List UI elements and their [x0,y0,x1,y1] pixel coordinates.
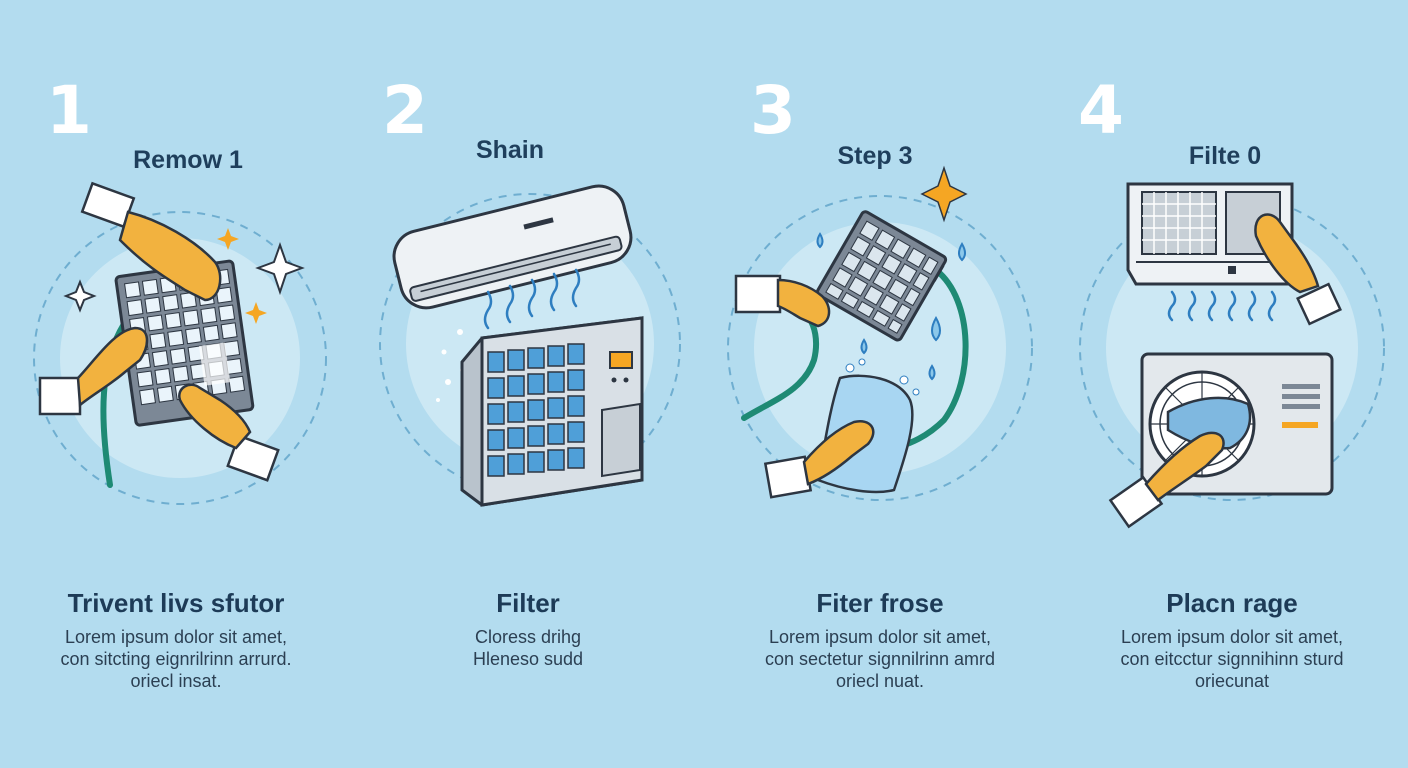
step-3-illustration [727,165,1033,501]
step-description-line: Lorem ipsum dolor sit amet, [768,627,992,647]
hand-icon [1254,213,1342,326]
step-description-line: oriecunat [1194,671,1270,691]
step-description: Lorem ipsum dolor sit amet, con sectetur… [720,626,1040,692]
step-3: 3 Step 3 [704,0,1056,768]
step-description-line: oriecl insat. [130,671,222,691]
hand-icon [1108,431,1225,529]
airflow-icon [1167,290,1277,322]
illustration-ring [33,211,327,505]
hose-icon [893,267,969,451]
sparkle-icon [217,228,239,250]
illustration-ring [379,193,681,495]
step-description-line: oriecl nuat. [835,671,925,691]
step-2: 2 Shain [352,0,704,768]
step-1-illustration [33,181,327,505]
step-description: Cloress drihg Hleneso sudd [368,626,688,670]
step-2-illustration [379,184,681,507]
step-description-line: Lorem ipsum dolor sit amet, [1120,627,1344,647]
sparkle-icon [255,241,305,296]
step-number: 4 [1078,72,1124,149]
step-description-line: Lorem ipsum dolor sit amet, [64,627,288,647]
step-description-line: con eitcctur signnihinn sturd [1120,649,1344,669]
hand-icon [178,383,280,482]
step-description-line: Cloress drihg [474,627,582,647]
step-description-line: con sitcting eignrilrinn arrurd. [60,649,292,669]
illustration-ring [1079,195,1385,501]
step-label: Remow 1 [133,146,243,174]
step-description: Lorem ipsum dolor sit amet, con eitcctur… [1072,626,1392,692]
step-label: Shain [475,136,545,164]
step-1: 1 Remow 1 [0,0,352,768]
indoor-ac-unit-icon [392,184,633,310]
step-title: Filter [496,588,560,618]
step-4: 4 Filte 0 [1056,0,1408,768]
filter-grid-icon [815,210,948,342]
step-title: Placn rage [1166,588,1298,618]
step-description: Lorem ipsum dolor sit amet, con sitcting… [16,626,336,692]
step-title: Trivent livs sfutor [67,588,285,618]
step-label: Step 3 [837,142,913,170]
step-4-illustration [1079,182,1385,529]
outdoor-filter-unit-icon [460,316,644,507]
water-drop-icon [816,232,966,381]
hand-icon [80,181,222,302]
sparkle-icon [920,165,968,223]
illustration-circle [754,222,1006,474]
hand-icon [734,274,831,328]
hose-icon [741,315,820,421]
airflow-icon [483,268,581,330]
sparkle-icon [245,302,267,324]
indoor-ac-unit-icon [1126,182,1294,286]
hand-icon [763,419,875,499]
sparkle-icon [63,279,97,313]
step-description-line: Hleneso sudd [472,649,584,669]
step-number: 3 [750,72,796,149]
step-number: 2 [382,72,428,149]
step-title: Fiter frose [816,588,944,618]
step-description-line: con sectetur signnilrinn amrd [764,649,996,669]
step-label: Filte 0 [1188,142,1262,170]
step-number: 1 [46,72,92,149]
hand-icon [38,326,149,416]
illustration-ring [727,195,1033,501]
